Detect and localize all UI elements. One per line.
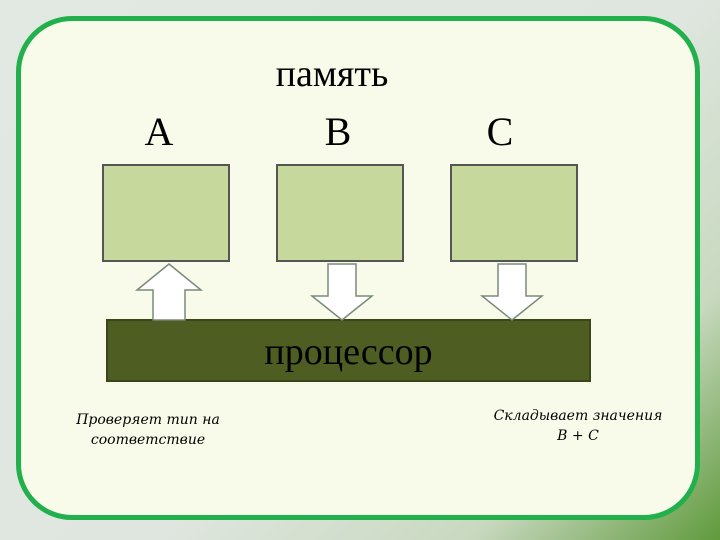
- memory-cell-a: [102, 164, 230, 262]
- cell-label-c: C: [486, 109, 514, 154]
- memory-title-text: память: [275, 53, 389, 95]
- memory-title: память: [0, 52, 720, 96]
- cell-label-a: A: [144, 109, 174, 154]
- arrow-down-from-c: [479, 263, 545, 321]
- processor-block: [106, 319, 591, 382]
- cell-label-b: B: [324, 109, 352, 154]
- note-type-check: Проверяет тип на соответствие: [76, 412, 220, 448]
- processor-label: процессор: [264, 331, 433, 373]
- memory-cell-b: [276, 164, 404, 262]
- note-addition: Складывает значения B + C: [478, 406, 678, 446]
- arrow-up-to-a: [134, 263, 204, 321]
- arrow-down-from-b: [309, 263, 375, 321]
- note-addition-line1: Складывает значения: [493, 408, 663, 424]
- note-addition-line2: B + C: [557, 428, 599, 444]
- memory-cell-c: [450, 164, 578, 262]
- diagram-frame: [16, 16, 700, 520]
